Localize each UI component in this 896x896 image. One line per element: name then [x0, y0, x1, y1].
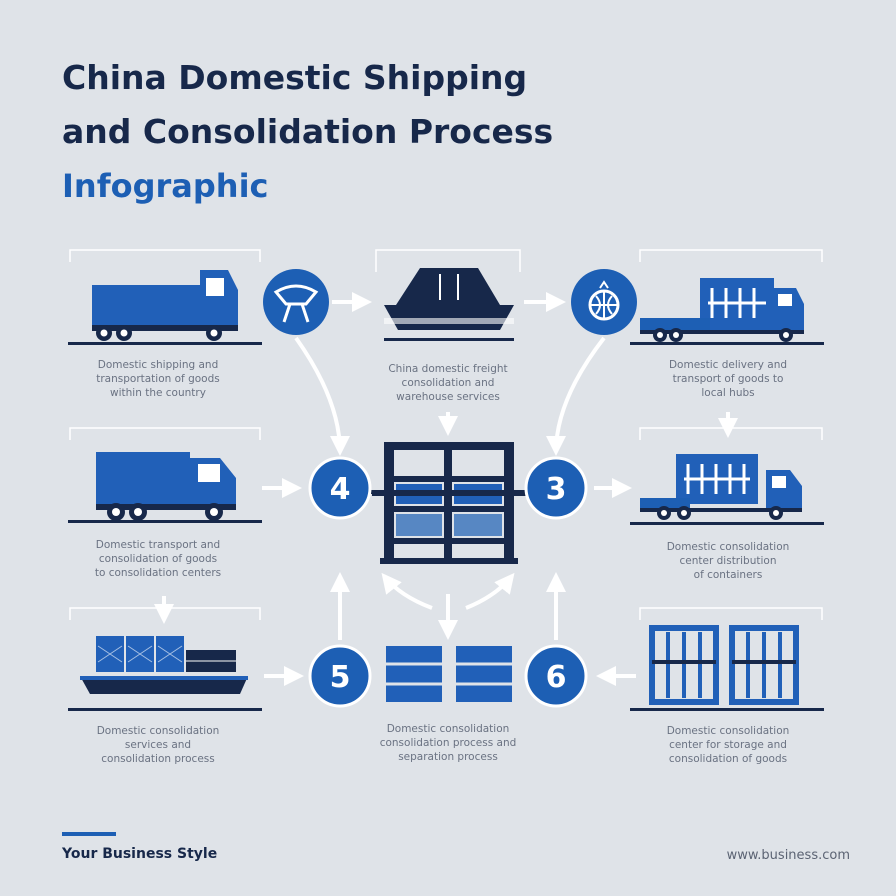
box-stack-icon — [386, 646, 512, 702]
drone-icon — [263, 269, 329, 335]
step-number-6: 6 — [546, 660, 567, 695]
footer-url[interactable]: www.business.com — [726, 848, 850, 863]
step-circle-3: 3 — [524, 456, 588, 520]
step-number-4: 4 — [330, 472, 351, 507]
subtitle: Infographic — [62, 167, 269, 205]
baselines — [68, 338, 824, 711]
step-circle-5: 5 — [308, 644, 372, 708]
ship-icon — [384, 268, 514, 330]
container-truck-icon-middle — [640, 454, 802, 520]
cargo-ship-icon — [80, 636, 248, 694]
step-circle-4: 4 — [308, 456, 372, 520]
step-circle-6: 6 — [524, 644, 588, 708]
container-truck-icon — [640, 278, 804, 342]
container-stack-icon — [649, 625, 799, 705]
title-line-2: and Consolidation Process — [62, 112, 554, 151]
step-number-3: 3 — [546, 472, 567, 507]
truck-icon-middle — [96, 452, 236, 521]
flow-arrows — [154, 292, 738, 686]
footer-brand: Your Business Style — [62, 846, 218, 862]
globe-icon — [571, 269, 637, 335]
title-line-1: China Domestic Shipping — [62, 58, 528, 97]
step-number-5: 5 — [330, 660, 351, 695]
truck-icon — [92, 270, 238, 341]
footer-accent-bar — [62, 832, 116, 836]
warehouse-rack-icon — [372, 442, 526, 564]
